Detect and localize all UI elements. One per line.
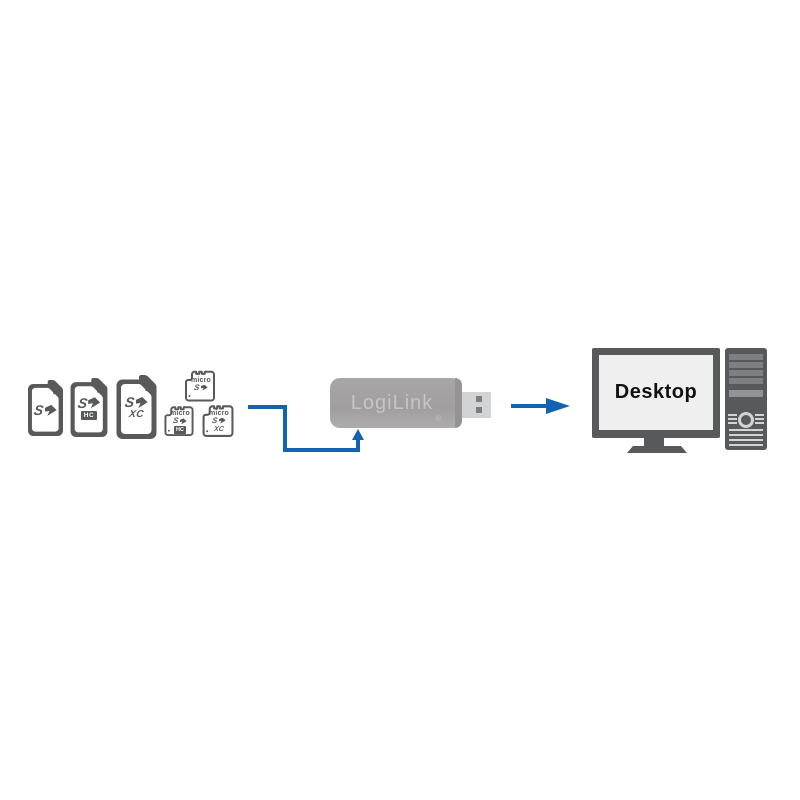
micro-label: micro	[169, 410, 191, 418]
registered-trademark: ®	[435, 414, 442, 424]
micro-sdhc-suffix-badge: HC	[174, 426, 186, 434]
usb-contact-top	[476, 396, 482, 402]
sd-logo: S	[28, 402, 63, 419]
micro-sdxc-card: micro S XC	[200, 405, 236, 438]
sd-logo-arrow-icon	[218, 417, 226, 424]
monitor-stand-neck	[644, 438, 664, 447]
sd-card-icon	[116, 375, 157, 439]
micro-label: micro	[208, 409, 230, 417]
sd-logo-arrow-icon	[88, 397, 101, 409]
monitor-stand-base	[627, 446, 687, 453]
tower-vent-slat	[729, 378, 763, 384]
tower-grille-line	[755, 414, 764, 416]
sd-logo-text: S	[123, 394, 137, 411]
sd-card: S	[28, 379, 63, 437]
card-reader-cap	[455, 378, 462, 428]
tower-drive-bay	[729, 390, 763, 397]
power-button-icon	[738, 412, 754, 428]
tower-vent-slat	[729, 354, 763, 360]
sd-logo-arrow-icon	[200, 384, 208, 391]
sdhc-suffix-badge: HC	[81, 410, 97, 421]
sd-logo-text: S	[211, 415, 219, 425]
sdhc-card: S HC	[70, 378, 108, 437]
tower-grille-line	[755, 418, 764, 420]
sdhc-logo: S HC	[70, 394, 108, 421]
sd-logo-text: S	[32, 402, 46, 419]
sd-logo-arrow-icon	[135, 396, 148, 408]
sdxc-logo: S XC	[116, 394, 157, 421]
sd-logo-arrow-icon	[179, 418, 187, 425]
sd-logo-text: S	[172, 416, 180, 426]
sd-logo-text: S	[76, 394, 89, 411]
micro-sdhc-logo: micro S HC	[164, 410, 196, 434]
desktop-label: Desktop	[614, 381, 698, 403]
sd-card-icon	[70, 378, 108, 437]
tower-vent-slat	[729, 362, 763, 368]
micro-sdxc-suffix: XC	[213, 425, 225, 433]
micro-sd-card-icon	[185, 370, 215, 402]
tower-grille-line	[728, 414, 737, 416]
right-arrow-icon	[511, 398, 570, 414]
micro-sdxc-logo: micro S XC	[202, 410, 236, 433]
sdxc-suffix: XC	[128, 409, 145, 421]
tower-grille-line	[729, 429, 763, 431]
tower-grille-line	[728, 418, 737, 420]
tower-icon	[725, 348, 767, 450]
tower-grille-line	[755, 422, 764, 424]
monitor-screen: Desktop	[599, 355, 713, 430]
tower-grille-line	[729, 434, 763, 436]
micro-sd-logo: micro S	[185, 377, 217, 392]
micro-sd-card-icon	[202, 405, 234, 437]
tower-grille-line	[729, 444, 763, 446]
step-arrow-icon	[248, 405, 364, 452]
card-reader-body: LogiLink ®	[330, 378, 462, 428]
sd-logo-arrow-icon	[44, 404, 57, 416]
monitor-icon: Desktop	[592, 348, 720, 438]
tower-grille-line	[728, 422, 737, 424]
micro-label: micro	[190, 376, 212, 384]
tower-grille-line	[729, 439, 763, 441]
sd-logo-text: S	[193, 382, 201, 392]
micro-sd-card: micro S	[183, 370, 217, 403]
sdxc-card: S XC	[116, 375, 157, 439]
tower-vent-slat	[729, 370, 763, 376]
usb-plug-icon	[462, 392, 491, 418]
brand-label: LogiLink	[350, 391, 434, 414]
usb-contact-bottom	[476, 407, 482, 413]
micro-sdhc-card: micro S HC	[162, 406, 196, 437]
